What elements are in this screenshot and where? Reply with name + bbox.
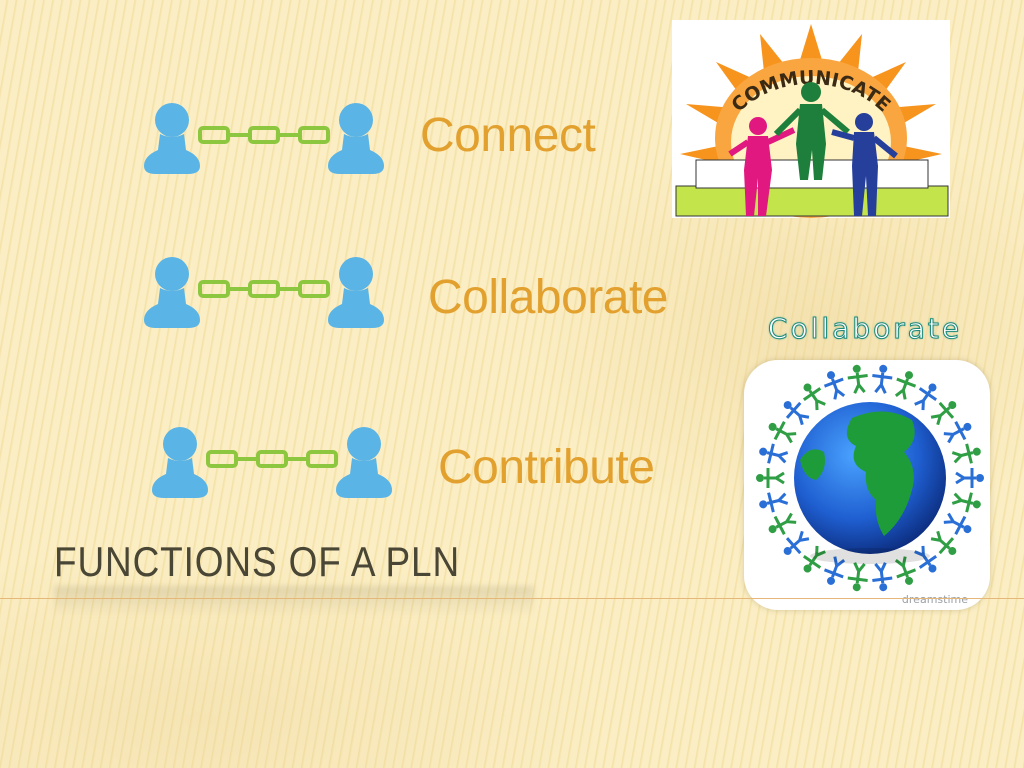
slide-title: Functions of a PLN	[54, 538, 461, 585]
function-label-connect: Connect	[420, 109, 596, 162]
person-figure-blue	[831, 113, 898, 216]
ring-person-icon	[955, 468, 984, 488]
title-divider	[0, 598, 1024, 599]
ring-person-icon	[872, 364, 893, 394]
communicate-image: COMMUNICATE	[672, 20, 950, 218]
chain-link-icon	[198, 126, 330, 144]
ring-person-icon	[768, 421, 797, 444]
ring-person-icon	[823, 556, 846, 585]
person-figure-green	[773, 82, 850, 180]
person-icon	[144, 103, 200, 174]
ring-person-icon	[759, 492, 789, 513]
watermark-text: dreamstime	[901, 593, 968, 606]
person-icon	[336, 427, 392, 498]
people-ring	[756, 364, 984, 592]
title-reflection	[54, 586, 534, 616]
ring-person-icon	[759, 443, 789, 464]
ring-person-icon	[951, 443, 981, 464]
ring-person-icon	[768, 512, 797, 535]
function-label-contribute: Contribute	[438, 441, 655, 494]
ring-person-icon	[930, 401, 957, 426]
chain-link-icon	[198, 280, 330, 298]
person-figure-pink	[728, 117, 796, 216]
function-row-connect	[142, 100, 388, 176]
ring-person-icon	[756, 468, 785, 488]
function-row-contribute	[150, 424, 396, 500]
ring-person-icon	[847, 364, 868, 394]
ring-person-icon	[914, 545, 938, 573]
ring-person-icon	[930, 530, 957, 555]
ring-person-icon	[943, 512, 972, 535]
ring-person-icon	[783, 530, 810, 555]
collaborate-globe-image: dreamstime	[744, 360, 990, 610]
collaborate-image-caption: Collaborate	[767, 312, 963, 346]
ring-person-icon	[847, 562, 868, 592]
ring-person-icon	[802, 545, 826, 573]
person-icon	[152, 427, 208, 498]
ring-person-icon	[872, 562, 893, 592]
ring-person-icon	[894, 371, 917, 400]
ring-person-icon	[914, 383, 938, 411]
function-label-collaborate: Collaborate	[428, 271, 668, 324]
ring-person-icon	[943, 421, 972, 444]
chain-link-icon	[206, 450, 338, 468]
ring-person-icon	[951, 492, 981, 513]
person-icon	[144, 257, 200, 328]
person-icon	[328, 103, 384, 174]
ring-person-icon	[894, 556, 917, 585]
ring-person-icon	[783, 401, 810, 426]
ring-person-icon	[823, 371, 846, 400]
person-icon	[328, 257, 384, 328]
function-row-collaborate	[142, 254, 388, 330]
ring-person-icon	[802, 383, 826, 411]
